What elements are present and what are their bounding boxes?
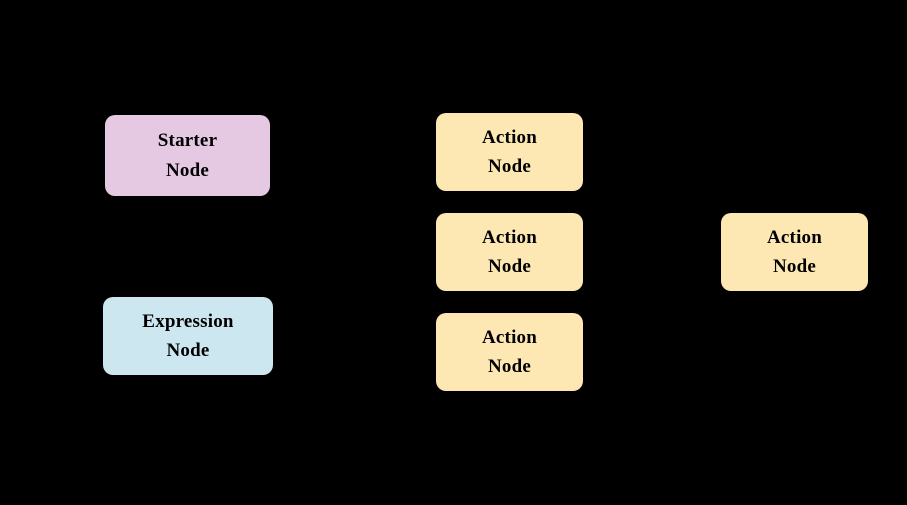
action-node-4[interactable]: Action Node [721,213,868,291]
action-node-2-label-line1: Action [481,226,538,248]
action-node-3-label-line2: Node [487,356,532,377]
expression-node-label-line1: Expression [142,310,234,332]
starter-node[interactable]: Starter Node [105,115,270,196]
action-node-3-label-line1: Action [481,326,538,348]
action-node-1-label-line1: Action [481,126,538,148]
edge-expression-to-action-3 [272,335,438,358]
action-node-1-label-line2: Node [487,156,532,177]
edge-starter-to-action-2 [269,167,438,258]
starter-node-label-line2: Node [165,159,210,181]
edge-action-3-to-action-4 [582,260,723,353]
edge-action-1-to-action-4 [582,151,723,244]
edge-starter-to-action-1 [269,146,438,159]
action-node-2[interactable]: Action Node [436,213,583,291]
starter-node-label-line1: Starter [157,130,218,152]
action-node-2-label-line2: Node [487,256,532,277]
expression-node-label-line2: Node [166,340,210,361]
expression-node[interactable]: Expression Node [103,297,273,375]
action-node-3[interactable]: Action Node [436,313,583,391]
action-node-4-label-line1: Action [766,226,823,248]
action-node-4-label-line2: Node [772,256,817,277]
action-node-1[interactable]: Action Node [436,113,583,191]
